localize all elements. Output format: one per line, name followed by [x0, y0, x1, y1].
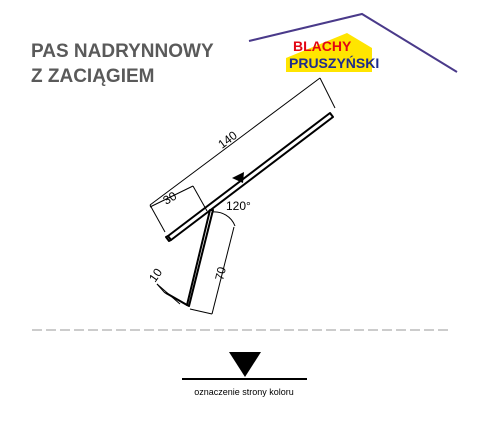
dim-30-label: 30: [161, 189, 180, 208]
product-title: PAS NADRYNNOWY Z ZACIĄGIEM: [31, 39, 214, 89]
logo-roof-line: [248, 12, 458, 73]
color-side-marker-large: [229, 352, 261, 377]
profile-drip-edge: [186, 209, 214, 307]
dim-70-label: 70: [212, 265, 229, 281]
dim-10-ext: [156, 283, 166, 294]
dim-140-label: 140: [215, 128, 240, 151]
title-line-1: PAS NADRYNNOWY: [31, 41, 214, 62]
dim-30-ext: [192, 185, 208, 212]
legend-caption: oznaczenie strony koloru: [194, 387, 294, 397]
brand-logo: BLACHY PRUSZYŃSKI: [248, 12, 458, 73]
profile-hem: [165, 235, 172, 242]
color-side-marker-small: [232, 172, 244, 183]
angle-arc: [211, 211, 236, 227]
dim-10-label: 10: [146, 265, 165, 284]
dimension-10: [156, 283, 181, 305]
logo-text-pruszynski: PRUSZYŃSKI: [289, 55, 379, 71]
dim-70-line: [211, 226, 235, 315]
logo-house-shape: [286, 33, 372, 72]
dim-10-line: [156, 283, 181, 305]
title-line-2: Z ZACIĄGIEM: [31, 66, 155, 87]
dimension-70: [189, 226, 235, 315]
color-side-legend: oznaczenie strony koloru: [182, 352, 307, 397]
dimension-140: [149, 77, 336, 233]
dim-140-ext-right: [319, 77, 336, 109]
profile-top-sheet: [167, 112, 334, 241]
dim-30-line: [149, 185, 194, 208]
dim-140-ext-left: [149, 204, 166, 233]
dim-140-line: [149, 77, 321, 206]
dimension-30: [149, 185, 208, 212]
logo-text-blachy: BLACHY: [293, 38, 352, 54]
angle-label: 120°: [226, 199, 251, 213]
dim-70-ext: [189, 308, 213, 315]
